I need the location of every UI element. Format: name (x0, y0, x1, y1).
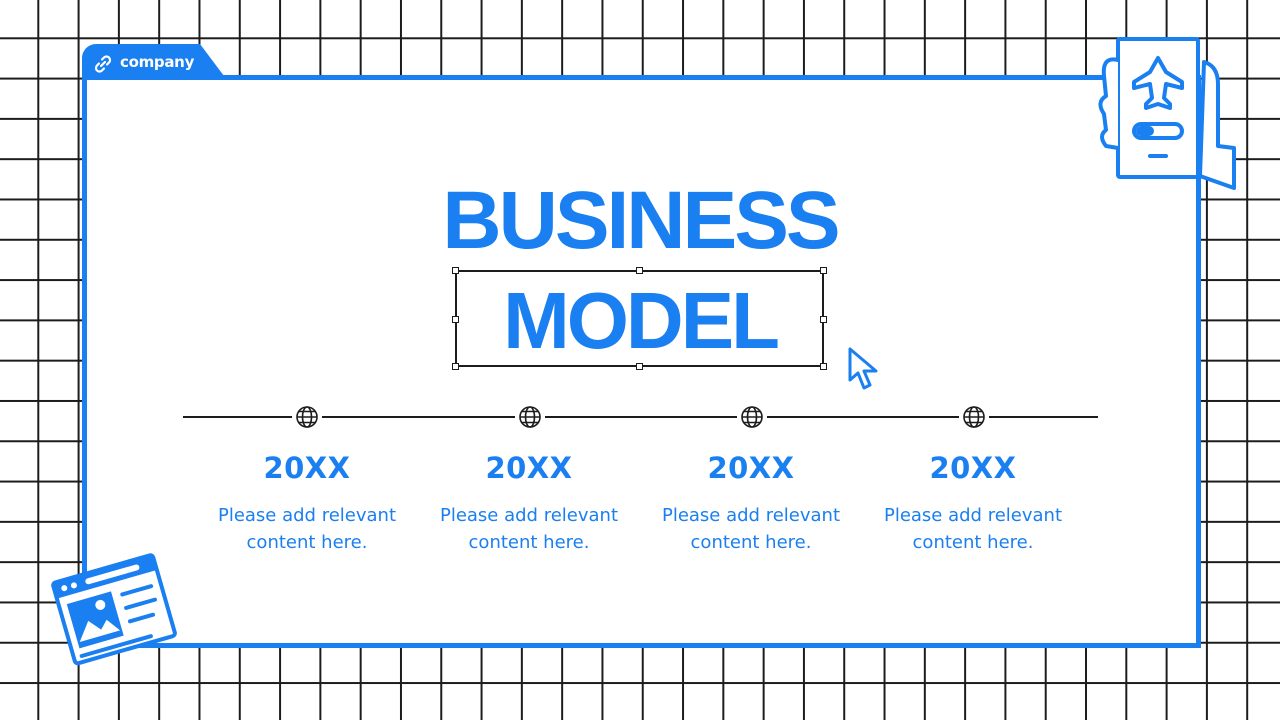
resize-handle-nw[interactable] (452, 267, 459, 274)
resize-handle-w[interactable] (452, 316, 459, 323)
resize-handle-n[interactable] (636, 267, 643, 274)
title-line-1: BUSINESS (442, 175, 840, 266)
resize-handle-e[interactable] (820, 316, 827, 323)
timeline-year: 20XX (707, 451, 795, 485)
timeline-item-1: 20XX Please add relevant content here. (197, 448, 417, 556)
timeline-node-2 (515, 402, 545, 432)
timeline-item-3: 20XX Please add relevant content here. (641, 448, 861, 556)
company-tab: company (82, 44, 227, 80)
resize-handle-sw[interactable] (452, 363, 459, 370)
timeline-line (183, 416, 1098, 418)
slide-frame (82, 75, 1201, 648)
globe-icon (963, 406, 985, 428)
timeline-desc: Please add relevant content here. (883, 505, 1063, 553)
timeline-node-3 (737, 402, 767, 432)
timeline-item-4: 20XX Please add relevant content here. (863, 448, 1083, 556)
resize-handle-ne[interactable] (820, 267, 827, 274)
link-icon (94, 55, 112, 73)
selection-box[interactable] (452, 267, 827, 370)
timeline-year: 20XX (929, 451, 1017, 485)
browser-image-icon (51, 553, 177, 666)
cursor-arrow-icon (848, 347, 878, 390)
timeline-item-2: 20XX Please add relevant content here. (419, 448, 639, 556)
timeline-node-1 (292, 402, 322, 432)
timeline-year: 20XX (485, 451, 573, 485)
globe-icon (519, 406, 541, 428)
title-line-2[interactable]: MODEL (503, 276, 780, 365)
timeline-desc: Please add relevant content here. (661, 505, 841, 553)
timeline-desc: Please add relevant content here. (217, 505, 397, 553)
timeline-desc: Please add relevant content here. (439, 505, 619, 553)
globe-icon (741, 406, 763, 428)
resize-handle-s[interactable] (636, 363, 643, 370)
timeline-node-4 (959, 402, 989, 432)
resize-handle-se[interactable] (820, 363, 827, 370)
globe-icon (296, 406, 318, 428)
timeline-year: 20XX (263, 451, 351, 485)
phone-airplane-icon (1098, 37, 1236, 190)
company-label: company (120, 53, 195, 71)
